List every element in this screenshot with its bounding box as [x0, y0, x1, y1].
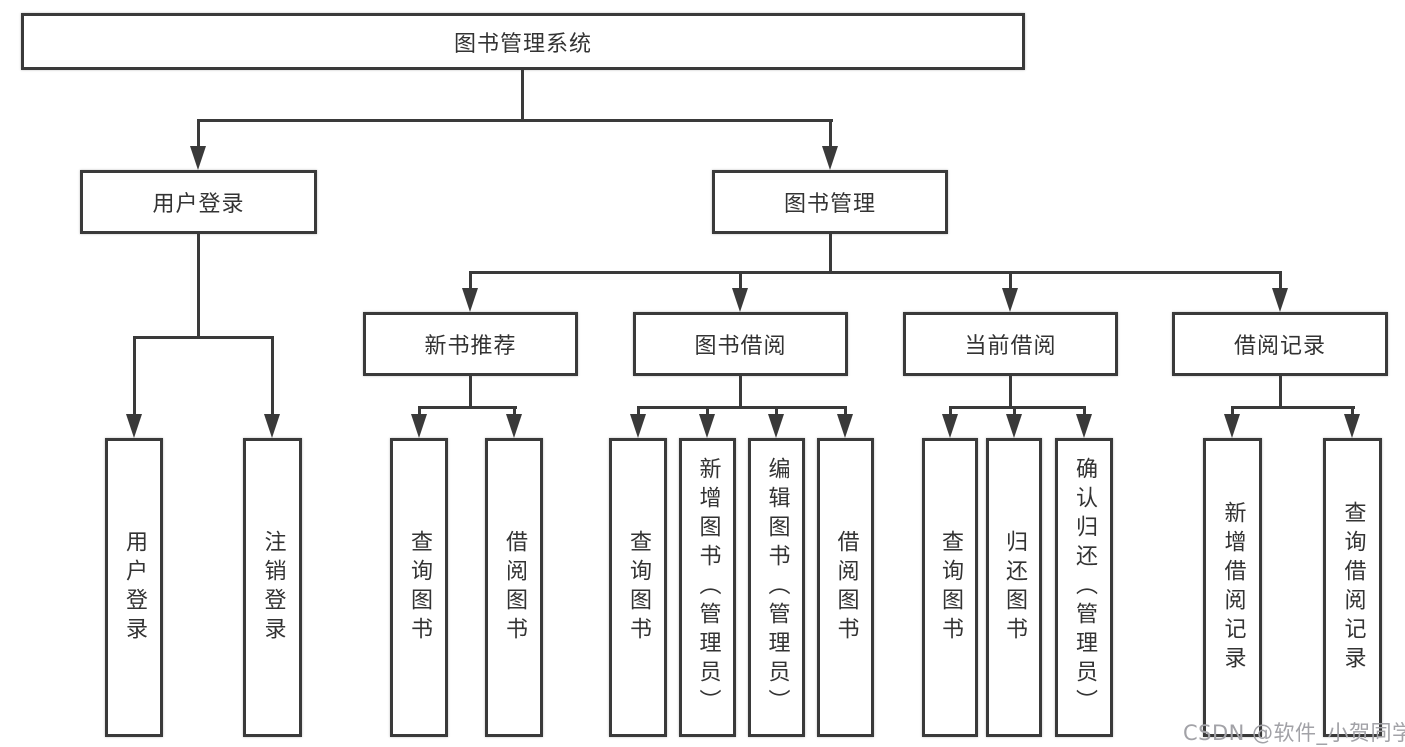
leaf-nb-borrow-books-label: 借阅图书: [502, 529, 527, 646]
connector-new-book-stem: [469, 375, 472, 409]
leaf-logout-login-label: 注销登录: [260, 529, 286, 646]
node-current-borrowing-label: 当前借阅: [964, 334, 1057, 359]
connector-current-borrow-stem: [1009, 375, 1012, 409]
node-current-borrowing: 当前借阅: [903, 312, 1118, 376]
connector-user-login-drop-2: [271, 336, 274, 416]
connector-book-borrow-bar: [637, 406, 847, 409]
connector-borrow-records-bar: [1231, 406, 1355, 409]
node-library-management-system: 图书管理系统: [21, 13, 1025, 70]
arrow-to-bb-edit-book: [768, 414, 784, 438]
connector-borrow-records-drop-1: [1231, 406, 1234, 416]
connector-book-mgmt-drop-2: [739, 271, 742, 290]
leaf-nb-query-books: 查询图书: [390, 438, 448, 737]
node-new-book-recommend-label: 新书推荐: [424, 334, 517, 359]
arrow-to-bb-add-book: [699, 414, 715, 438]
leaf-user-login-label: 用户登录: [122, 529, 147, 646]
leaf-bb-query-books-label: 查询图书: [626, 529, 651, 646]
csdn-watermark: CSDN @软件_小贺同学: [1183, 721, 1405, 745]
leaf-cb-return-books-label: 归还图书: [1002, 529, 1027, 646]
arrow-to-new-book-recommend: [462, 288, 478, 312]
leaf-logout-login: 注销登录: [243, 438, 302, 737]
node-book-management: 图书管理: [712, 170, 948, 234]
connector-book-borrow-drop-3: [775, 406, 778, 416]
leaf-cb-query-books: 查询图书: [922, 438, 978, 737]
arrow-to-nb-borrow-books: [506, 414, 522, 438]
leaf-br-add-borrow-record: 新增借阅记录: [1203, 438, 1262, 737]
leaf-bb-edit-book-admin: 编辑图书（管理员）: [748, 438, 805, 737]
node-book-borrowing: 图书借阅: [633, 312, 848, 376]
connector-user-login-bar: [133, 336, 273, 339]
leaf-br-query-borrow-record-label: 查询借阅记录: [1340, 500, 1366, 675]
node-library-management-system-label: 图书管理系统: [453, 31, 592, 57]
leaf-cb-query-books-label: 查询图书: [938, 529, 963, 646]
node-book-management-label: 图书管理: [783, 192, 876, 217]
connector-current-borrow-drop-1: [949, 406, 952, 416]
arrow-to-bb-borrow-books: [837, 414, 853, 438]
arrow-to-user-login: [190, 146, 206, 170]
node-borrowing-records-label: 借阅记录: [1233, 334, 1326, 359]
arrow-to-cb-return-books: [1006, 414, 1022, 438]
arrow-to-nb-query-books: [411, 414, 427, 438]
connector-root-bar: [197, 119, 833, 122]
leaf-bb-borrow-books-label: 借阅图书: [833, 529, 859, 646]
connector-current-borrow-drop-3: [1083, 406, 1086, 416]
connector-current-borrow-drop-2: [1013, 406, 1016, 416]
node-borrowing-records: 借阅记录: [1172, 312, 1388, 376]
node-book-borrowing-label: 图书借阅: [694, 334, 787, 359]
connector-book-mgmt-stem: [829, 233, 832, 274]
arrow-to-current-borrowing: [1002, 288, 1018, 312]
arrow-to-leaf-logout: [264, 414, 280, 438]
connector-root-drop-left: [197, 119, 200, 148]
leaf-nb-borrow-books: 借阅图书: [485, 438, 543, 737]
leaf-bb-edit-book-admin-label: 编辑图书（管理员）: [764, 457, 790, 718]
connector-new-book-bar: [418, 406, 517, 409]
connector-current-borrow-bar: [949, 406, 1086, 409]
connector-user-login-stem: [197, 233, 200, 339]
connector-user-login-drop-1: [133, 336, 136, 416]
leaf-bb-query-books: 查询图书: [609, 438, 667, 737]
connector-book-mgmt-drop-4: [1279, 271, 1282, 290]
arrow-to-book-management: [822, 146, 838, 170]
connector-new-book-drop-2: [513, 406, 516, 416]
connector-book-borrow-drop-2: [706, 406, 709, 416]
leaf-cb-confirm-return-admin-label: 确认归还（管理员）: [1072, 457, 1097, 718]
connector-book-mgmt-drop-1: [469, 271, 472, 290]
arrow-to-leaf-user-login: [126, 414, 142, 438]
leaf-br-query-borrow-record: 查询借阅记录: [1323, 438, 1382, 737]
leaf-cb-confirm-return-admin: 确认归还（管理员）: [1055, 438, 1113, 737]
connector-book-borrow-stem: [739, 375, 742, 409]
connector-new-book-drop-1: [418, 406, 421, 416]
connector-borrow-records-stem: [1279, 375, 1282, 409]
arrow-to-br-add-record: [1224, 414, 1240, 438]
leaf-cb-return-books: 归还图书: [986, 438, 1042, 737]
connector-borrow-records-drop-2: [1351, 406, 1354, 416]
connector-book-mgmt-drop-3: [1009, 271, 1012, 290]
connector-root-drop-right: [829, 119, 832, 148]
connector-book-borrow-drop-4: [844, 406, 847, 416]
connector-book-borrow-drop-1: [637, 406, 640, 416]
leaf-bb-borrow-books: 借阅图书: [817, 438, 874, 737]
leaf-bb-add-book-admin-label: 新增图书（管理员）: [695, 457, 721, 718]
leaf-user-login: 用户登录: [105, 438, 163, 737]
arrow-to-book-borrowing: [732, 288, 748, 312]
connector-root-stem: [521, 68, 524, 122]
arrow-to-bb-query-books: [630, 414, 646, 438]
arrow-to-cb-query-books: [942, 414, 958, 438]
arrow-to-cb-confirm-return: [1076, 414, 1092, 438]
leaf-nb-query-books-label: 查询图书: [407, 529, 432, 646]
node-user-login-label: 用户登录: [152, 192, 245, 217]
leaf-bb-add-book-admin: 新增图书（管理员）: [679, 438, 736, 737]
arrow-to-br-query-record: [1344, 414, 1360, 438]
node-new-book-recommend: 新书推荐: [363, 312, 578, 376]
node-user-login: 用户登录: [80, 170, 317, 234]
leaf-br-add-borrow-record-label: 新增借阅记录: [1220, 500, 1246, 675]
connector-book-mgmt-bar: [469, 271, 1281, 274]
arrow-to-borrowing-records: [1272, 288, 1288, 312]
